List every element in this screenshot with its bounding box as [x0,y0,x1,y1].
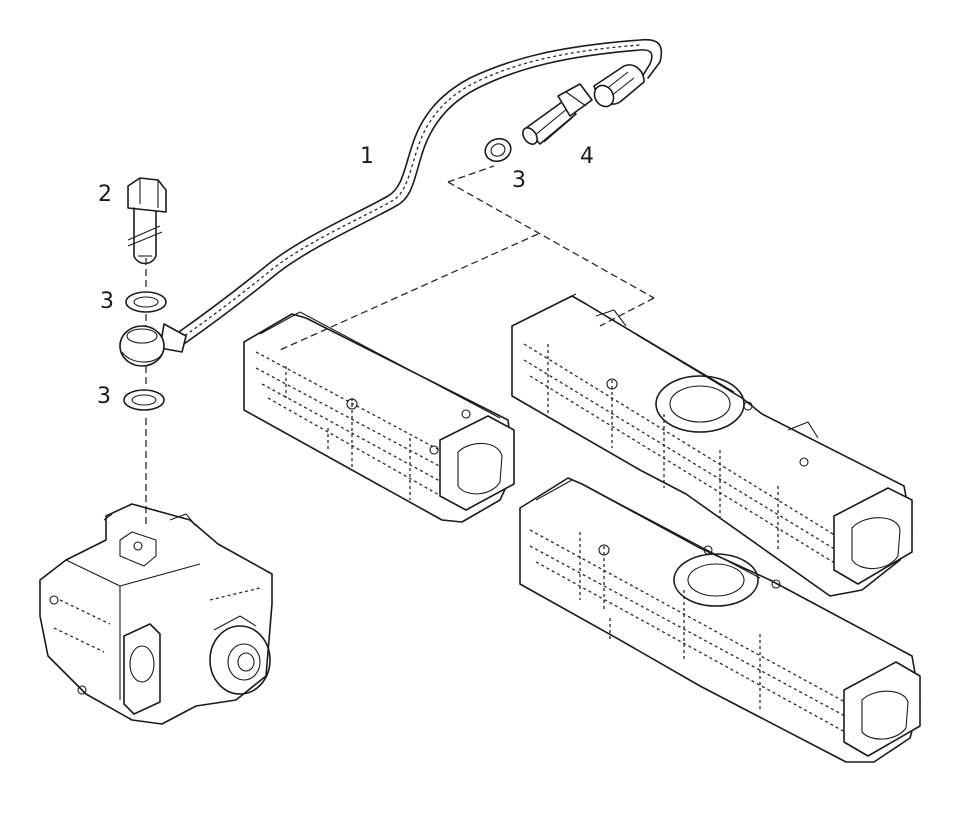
manifold-b [511,293,913,597]
callout-3-lower-washer: 3 [97,384,111,409]
manifold-a [243,311,515,523]
callout-3-upper-washer: 3 [100,289,114,314]
adapter-union-part-4 [522,83,593,145]
sealing-washer-lower [123,389,165,411]
pump-housing [39,503,273,725]
sealing-washer-upper [125,291,167,313]
banjo-bolt-part-2 [127,177,167,265]
leader-lines [145,165,655,526]
pipe-end-nut [593,64,645,108]
manifold-c [519,477,921,763]
callout-2: 2 [98,182,112,207]
callout-3-top-washer: 3 [512,168,526,193]
banjo-fitting [119,323,187,367]
sealing-washer-top [484,137,512,163]
pipe-part-1 [175,38,663,345]
callout-1: 1 [360,144,374,169]
callout-4: 4 [580,144,594,169]
